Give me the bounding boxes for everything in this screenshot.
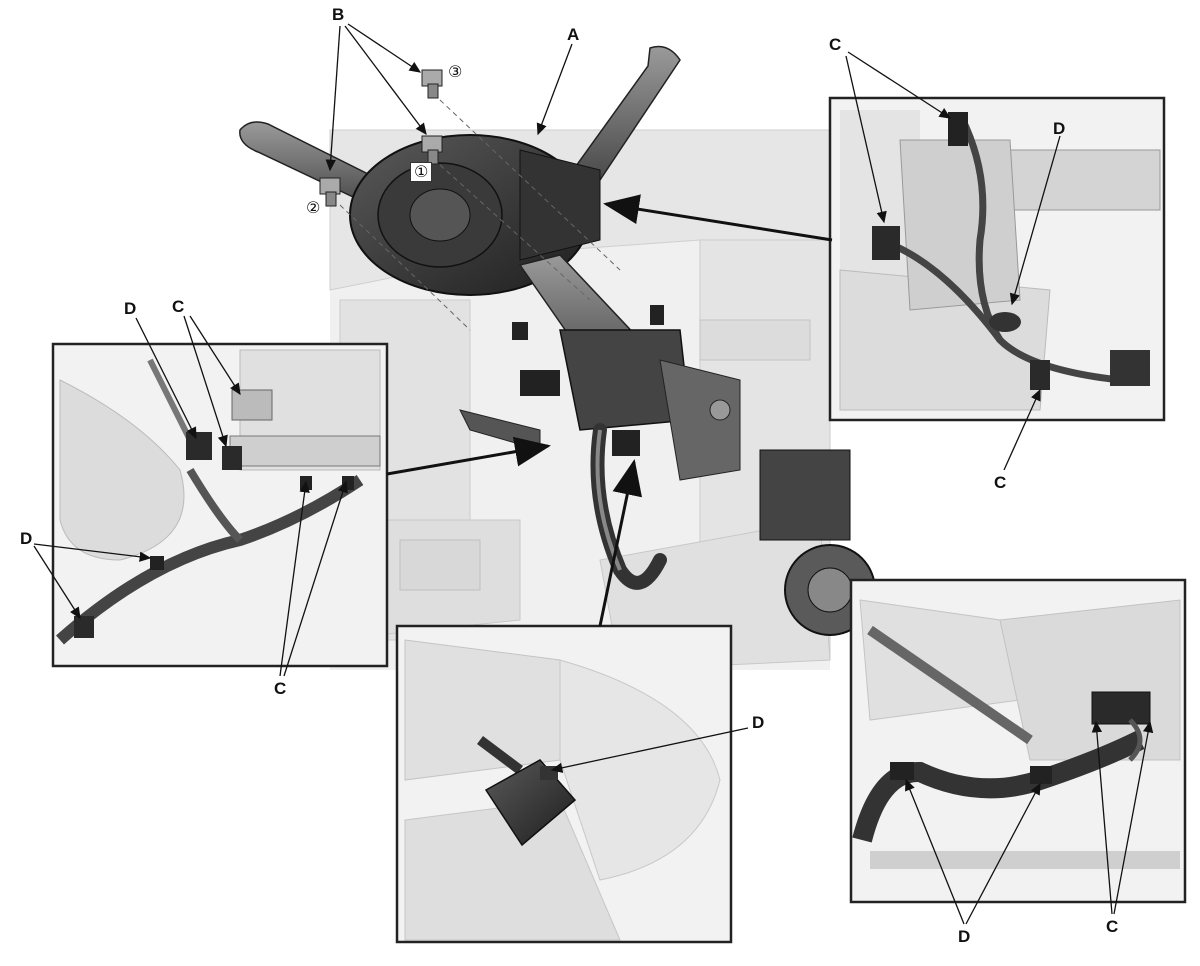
bolt-order-1: ① bbox=[410, 162, 433, 182]
bolt-order-3: ③ bbox=[448, 62, 463, 81]
bolt-1 bbox=[421, 135, 443, 165]
inset-left bbox=[51, 342, 389, 668]
callout-c-top-right: C bbox=[829, 35, 842, 54]
inset-bottom-center bbox=[395, 624, 733, 944]
inset-pointer-arrows bbox=[386, 194, 833, 627]
callout-c-right-lower: C bbox=[994, 473, 1007, 492]
inset-top-right bbox=[828, 96, 1166, 422]
bolt-order-2: ② bbox=[306, 198, 321, 217]
callout-c-left-bottom: C bbox=[274, 679, 287, 698]
bolt-group bbox=[319, 69, 621, 331]
callout-d-left-top: D bbox=[124, 299, 137, 318]
callout-d-top-right: D bbox=[1053, 119, 1066, 138]
callout-c-bottom-right: C bbox=[1106, 917, 1119, 936]
callout-b: B bbox=[332, 5, 345, 24]
callout-d-bottom-center: D bbox=[752, 713, 765, 732]
callout-leaders bbox=[33, 23, 1154, 925]
bolt-2 bbox=[319, 177, 341, 207]
callout-d-left-side: D bbox=[20, 529, 33, 548]
callout-d-bottom-right: D bbox=[958, 927, 971, 946]
callout-a: A bbox=[567, 25, 580, 44]
inset-bottom-right bbox=[849, 578, 1187, 904]
bolt-3 bbox=[421, 69, 443, 99]
callout-c-left-top: C bbox=[172, 297, 185, 316]
